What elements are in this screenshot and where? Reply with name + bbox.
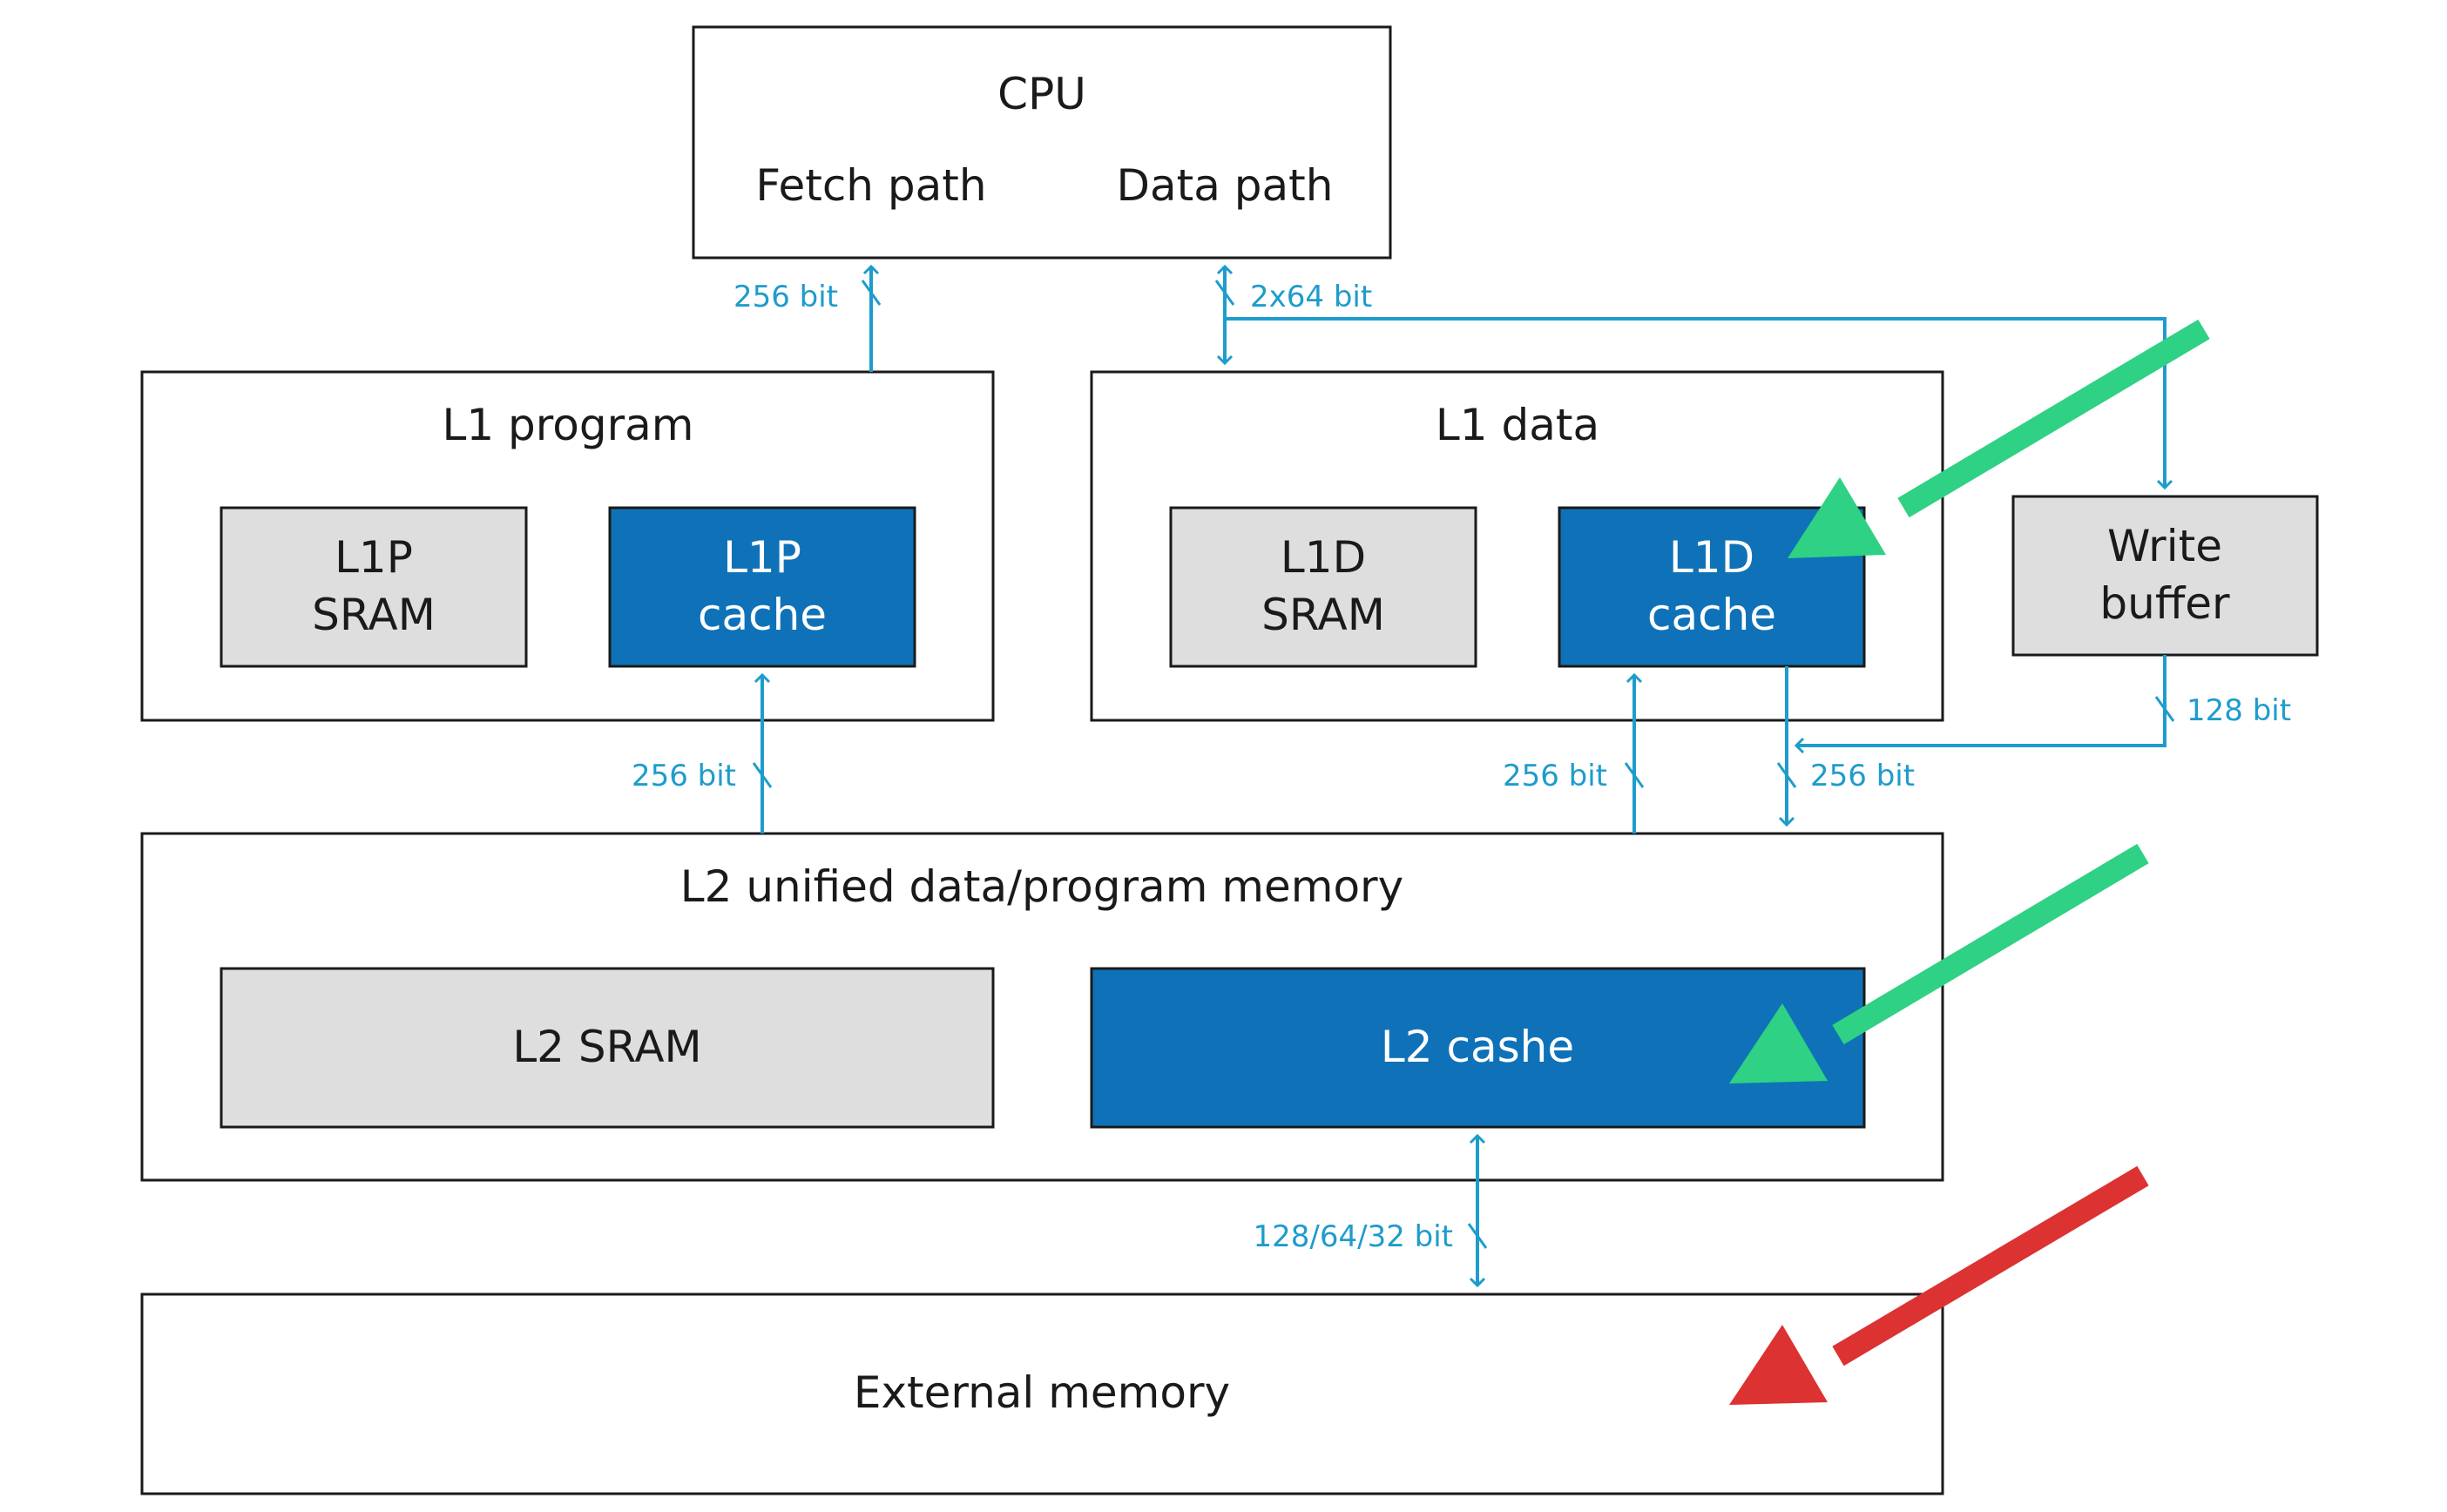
fetch-path-label: Fetch path: [755, 160, 986, 211]
bus-cpu-l1d: 2x64 bit: [1214, 264, 2173, 490]
write-buffer-block: Write buffer: [2011, 495, 2319, 657]
l2-title: L2 unified data/program memory: [680, 861, 1403, 912]
bus-cpu-l1p-label: 256 bit: [733, 280, 838, 314]
l1d-cache-label-line1: L1D: [1669, 532, 1754, 583]
bus-l2-l1d-up: 256 bit: [1503, 672, 1645, 834]
bus-cpu-l1p: 256 bit: [733, 264, 882, 372]
l2-block: L2 unified data/program memory L2 SRAM L…: [140, 832, 1944, 1182]
l2-cache-label: L2 cashe: [1381, 1022, 1574, 1072]
green-arrow-l1d-cache: [1788, 319, 2210, 558]
l1-program-title: L1 program: [443, 400, 694, 450]
external-memory-block: External memory: [140, 1293, 1944, 1495]
l2-cache-block: L2 cashe: [1090, 967, 1866, 1129]
external-memory-label: External memory: [854, 1367, 1230, 1418]
l1p-sram-block: L1P SRAM: [220, 506, 528, 668]
bus-write-buffer-label: 128 bit: [2187, 693, 2291, 728]
l2-sram-label: L2 SRAM: [512, 1022, 701, 1072]
bus-l1p-l2: 256 bit: [632, 672, 773, 834]
l1p-sram-label-line2: SRAM: [312, 590, 436, 640]
l1d-sram-block: L1D SRAM: [1169, 506, 1477, 668]
l1-data-title: L1 data: [1436, 400, 1599, 450]
bus-l2-l1d-up-label: 256 bit: [1503, 759, 1607, 793]
l1p-cache-block: L1P cache: [608, 506, 916, 668]
bus-l1d-l2-down-label: 256 bit: [1810, 759, 1915, 793]
write-buffer-label-line2: buffer: [2099, 578, 2230, 629]
l1p-sram-label-line1: L1P: [335, 532, 413, 583]
data-path-label: Data path: [1117, 160, 1334, 211]
l1-program-block: L1 program L1P SRAM L1P cache: [140, 370, 995, 722]
l1d-sram-label-line2: SRAM: [1261, 590, 1385, 640]
bus-write-buffer: 128 bit: [1794, 655, 2291, 754]
bus-l1d-l2-down: 256 bit: [1776, 666, 1915, 827]
bus-l2-external: 128/64/32 bit: [1254, 1133, 1488, 1288]
l2-sram-block: L2 SRAM: [220, 967, 995, 1129]
l1p-cache-label-line2: cache: [698, 590, 827, 640]
bus-l1p-l2-label: 256 bit: [632, 759, 736, 793]
red-arrow-external-memory: [1729, 1165, 2149, 1405]
bus-cpu-l1d-label: 2x64 bit: [1250, 280, 1372, 314]
l1d-cache-label-line2: cache: [1647, 590, 1776, 640]
green-arrow-l2-cache: [1729, 843, 2149, 1083]
cpu-title: CPU: [997, 69, 1086, 119]
write-buffer-label-line1: Write: [2107, 521, 2222, 571]
cpu-block: CPU Fetch path Data path: [692, 25, 1392, 260]
bus-l2-external-label: 128/64/32 bit: [1254, 1219, 1454, 1254]
l1p-cache-label-line1: L1P: [723, 532, 801, 583]
l1d-sram-label-line1: L1D: [1281, 532, 1366, 583]
